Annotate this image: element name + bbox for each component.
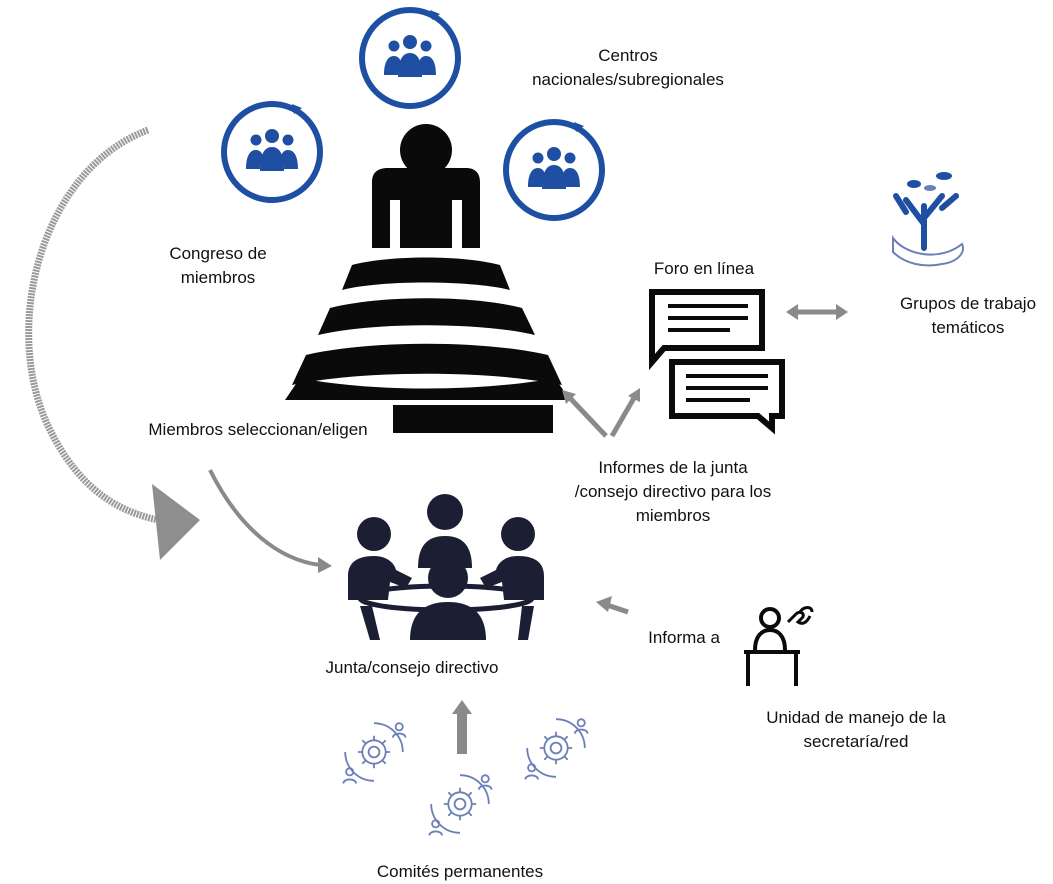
national-center-icon-3 (503, 119, 605, 221)
secretariat-label: Unidad de manejo de la secretaría/red (766, 708, 946, 751)
congress-to-board-arrow (25, 126, 200, 560)
board-reports-arrows (562, 388, 640, 438)
board-reports-label: Informes de la junta /consejo directivo … (574, 458, 772, 525)
congress-label: Congreso de miembros (169, 244, 267, 287)
online-forum-icon (649, 289, 785, 435)
forum-working-groups-arrow (786, 304, 848, 320)
committees-label: Comités permanentes (376, 862, 544, 881)
forum-label: Foro en línea (653, 259, 755, 278)
centers-label: Centros nacionales/subregionales (532, 46, 724, 89)
committees-to-board-arrow (452, 700, 472, 754)
working-groups-icon (892, 172, 964, 267)
board-label: Junta/consejo directivo (325, 658, 499, 677)
members-select-arrow (208, 469, 332, 573)
reports-to-label: Informa a (648, 628, 720, 647)
secretariat-icon (744, 606, 814, 686)
reports-to-arrow (596, 596, 629, 615)
members-select-label: Miembros seleccionan/eligen (148, 420, 368, 439)
committee-icon-2 (524, 718, 589, 781)
congress-broadcast-icon (285, 124, 570, 433)
committee-icon-3 (428, 774, 493, 837)
board-meeting-icon (348, 494, 544, 640)
national-center-icon-2 (221, 101, 323, 203)
working-groups-label: Grupos de trabajo temáticos (899, 294, 1037, 337)
committee-icon-1 (342, 722, 407, 785)
national-center-icon-1 (359, 7, 461, 109)
